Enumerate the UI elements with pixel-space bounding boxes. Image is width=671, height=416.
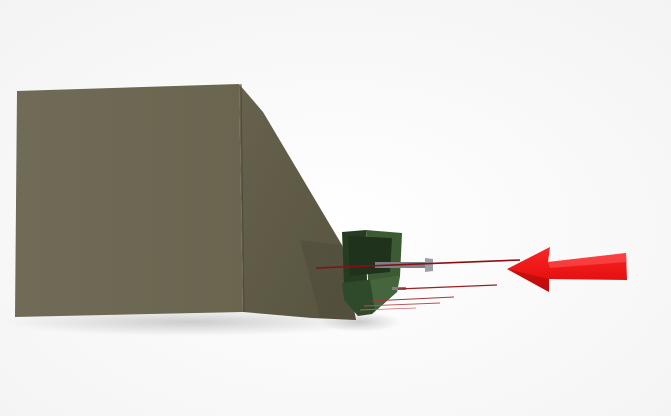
block-edge [240, 83, 245, 313]
rod-lower-4 [359, 307, 417, 311]
rod-lower-2 [371, 296, 455, 302]
rod-lower-3 [363, 302, 441, 307]
bracket-wedge-light [370, 276, 400, 310]
rod-main [315, 259, 521, 269]
red-arrow-shade [507, 269, 549, 292]
bolt-head [425, 258, 433, 272]
block-side-shade [300, 240, 356, 320]
rod-lower-1 [397, 284, 498, 290]
bracket-inner [348, 236, 392, 276]
red-arrow-highlight [548, 253, 627, 268]
block-front-face [15, 84, 243, 317]
